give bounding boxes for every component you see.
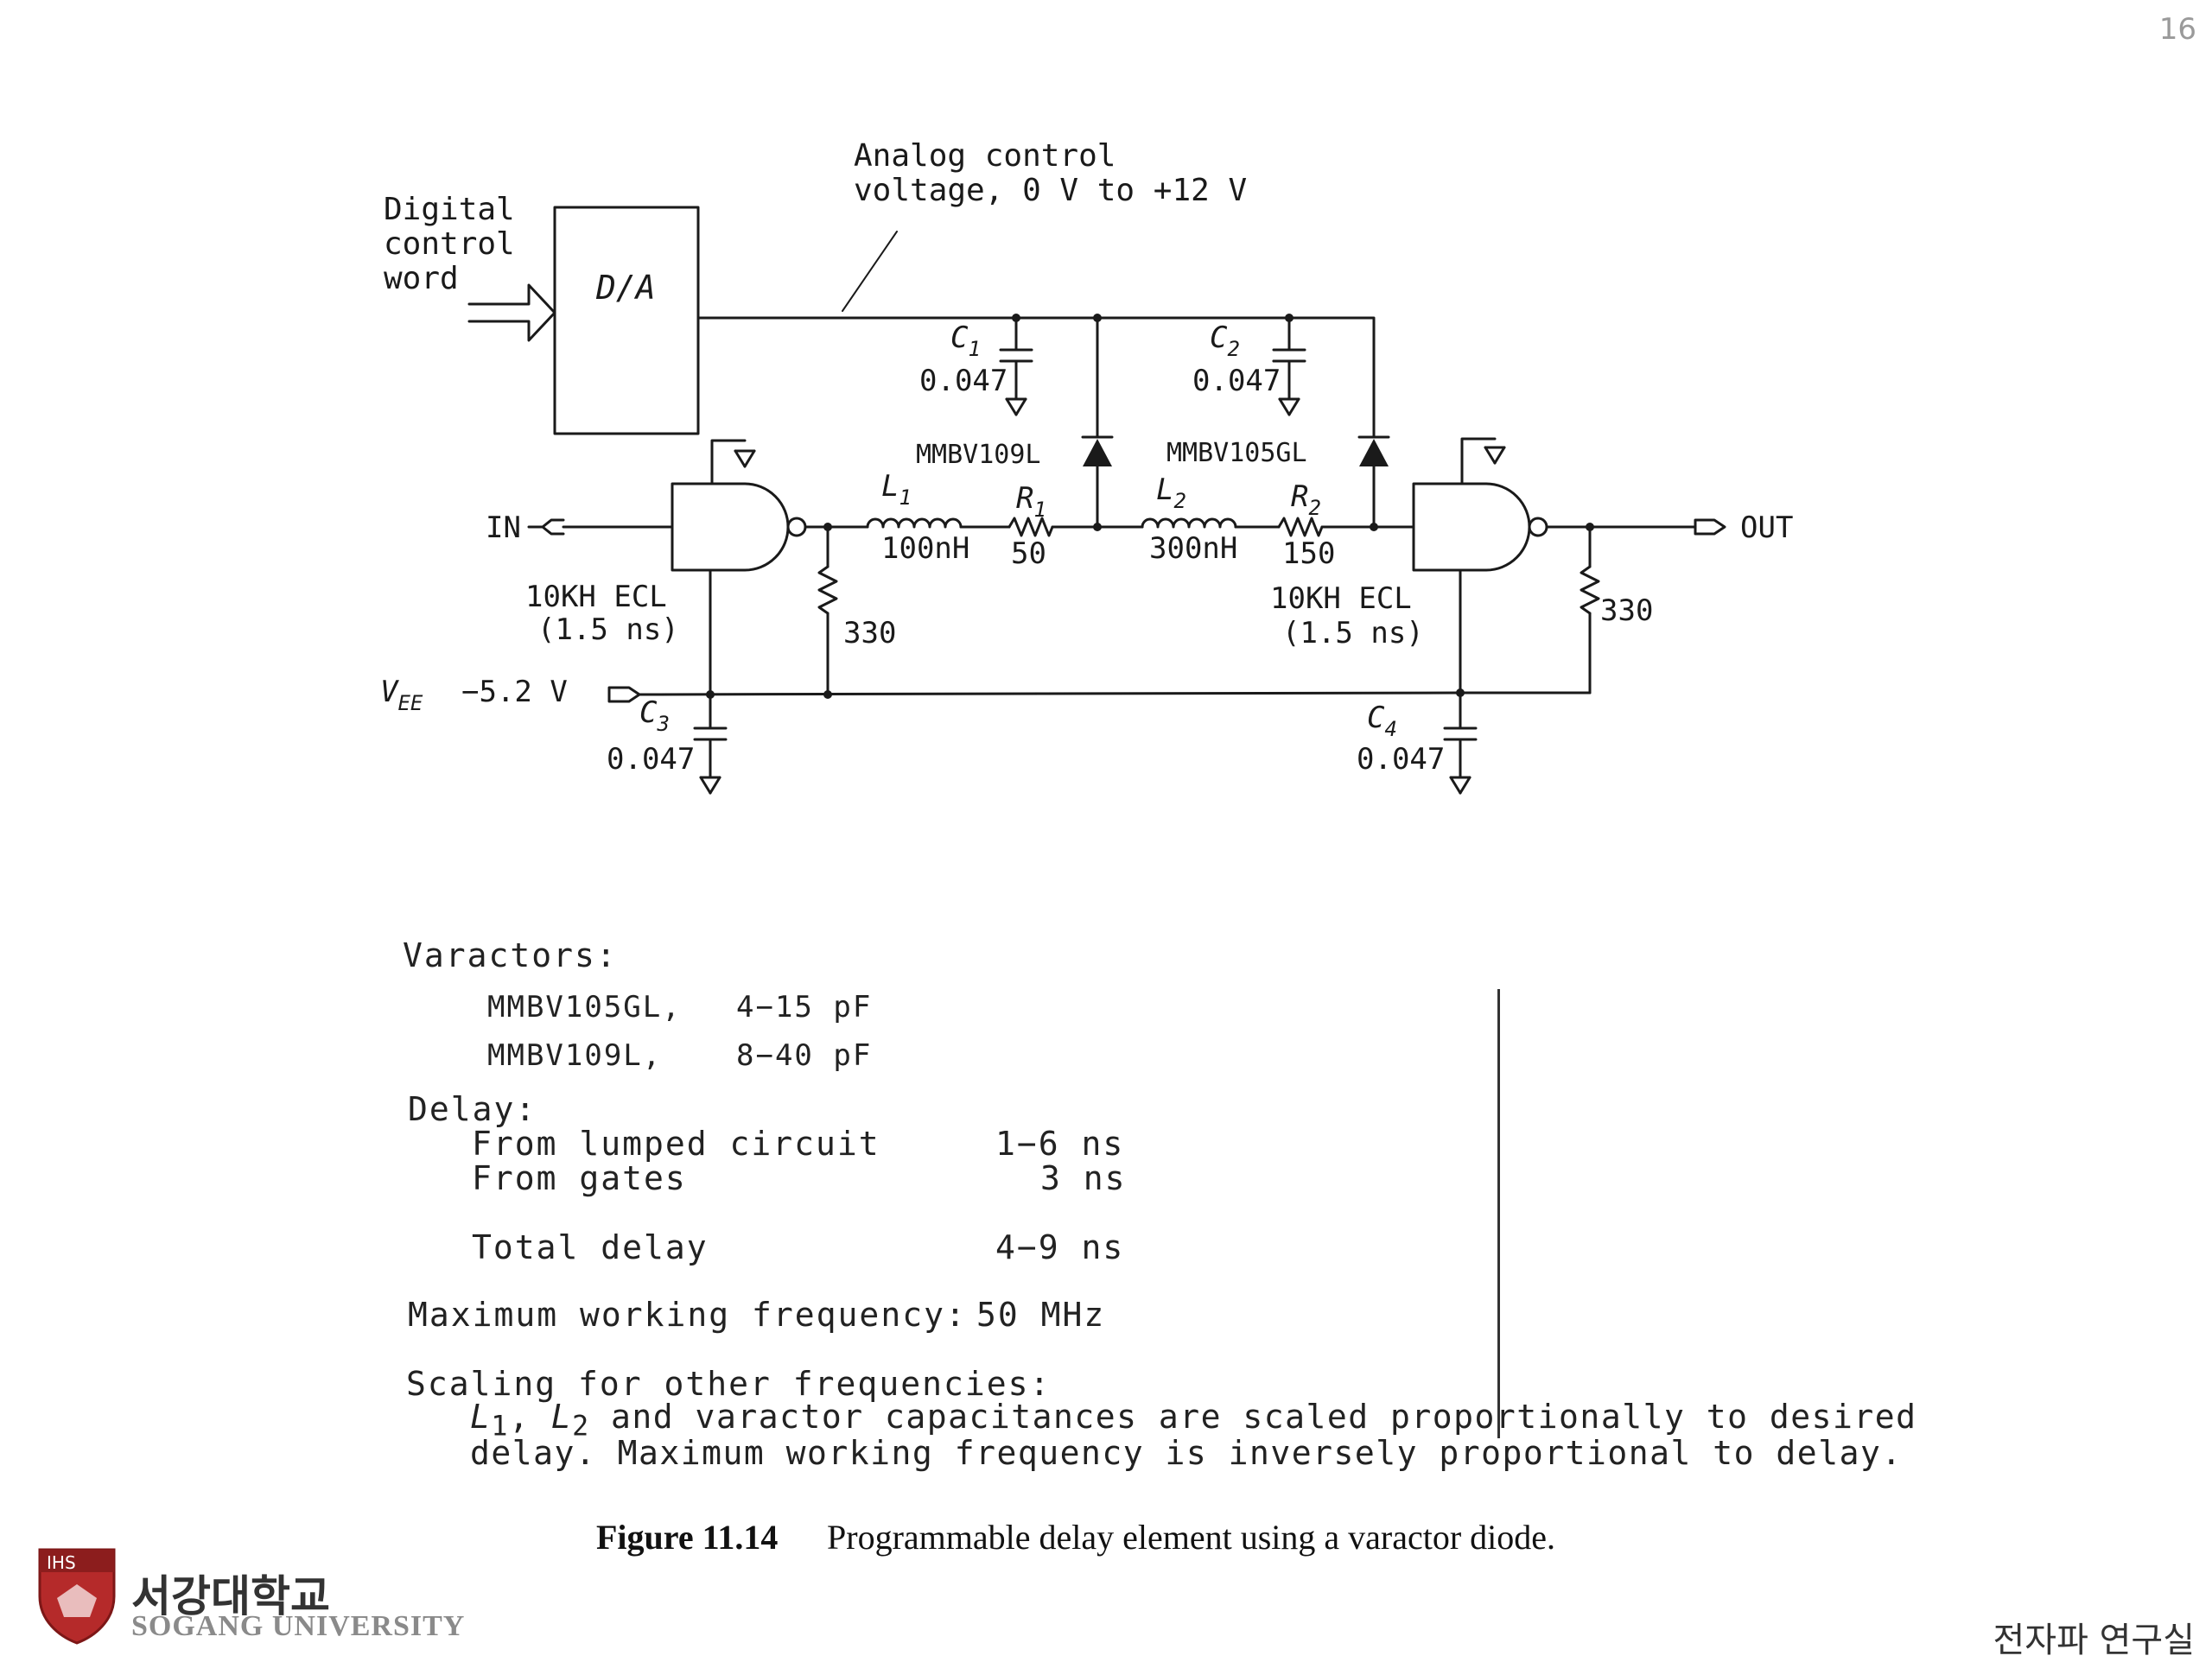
margin-line: [1497, 989, 1500, 1438]
varactors-heading: Varactors:: [403, 936, 618, 974]
label-analog-2: voltage, 0 V to +12 V: [854, 173, 1247, 208]
resistor-330-out: [1580, 565, 1600, 615]
figure-caption: Programmable delay element using a varac…: [827, 1518, 1556, 1557]
label-analog-1: Analog control: [854, 138, 1116, 174]
lumped-value: 1−6 ns: [995, 1125, 1125, 1163]
varactor-mmbv105gl: [1359, 439, 1389, 466]
max-frequency-value: 50 MHz: [976, 1296, 1106, 1334]
delay-heading: Delay:: [408, 1090, 537, 1128]
gates-label: From gates: [472, 1159, 687, 1197]
label-c4-value: 0.047: [1357, 742, 1445, 777]
varactor1-range: 4−15 pF: [736, 990, 873, 1024]
resistor-330-mid: [817, 565, 838, 615]
label-r1-value: 50: [1011, 536, 1046, 571]
label-l1: L1: [881, 469, 912, 510]
label-c3: C3: [639, 695, 670, 736]
max-frequency-label: Maximum working frequency:: [408, 1296, 967, 1334]
label-digital-2: control: [384, 226, 515, 262]
label-l2: L2: [1156, 473, 1186, 513]
label-r2-value: 150: [1282, 536, 1335, 571]
inductor-l2: [1141, 517, 1237, 529]
university-name-korean: 서강대학교: [131, 1571, 330, 1621]
page-number: 16: [2158, 12, 2196, 47]
in-connector: [527, 518, 565, 536]
varactor1-name: MMBV105GL,: [487, 990, 682, 1024]
gates-value: 3 ns: [1040, 1159, 1127, 1197]
ecl-gate-2: [1412, 482, 1531, 572]
total-delay-label: Total delay: [472, 1228, 709, 1266]
university-name-english: SOGANG UNIVERSITY: [131, 1610, 466, 1642]
label-r1: R1: [1016, 481, 1046, 522]
scaling-heading: Scaling for other frequencies:: [406, 1365, 1052, 1403]
total-delay-value: 4−9 ns: [995, 1228, 1125, 1266]
label-digital-1: Digital: [384, 192, 515, 227]
label-gate1-delay: (1.5 ns): [537, 612, 679, 647]
analog-control-bus: [696, 316, 1376, 434]
label-r2: R2: [1291, 479, 1321, 520]
circuit-schematic: Digital control word D/A Analog control …: [380, 138, 1793, 795]
vee-connector: [607, 686, 641, 703]
resistor-r1: [1007, 517, 1054, 537]
label-mmbv105gl: MMBV105GL: [1166, 438, 1307, 468]
label-vee: VEE: [380, 675, 423, 715]
label-vee-value: −5.2 V: [461, 675, 568, 709]
label-mmbv109l: MMBV109L: [916, 440, 1041, 470]
label-c1: C1: [950, 320, 981, 361]
logo-text: IHS: [47, 1552, 76, 1573]
label-l2-value: 300nH: [1149, 531, 1237, 566]
university-logo: IHS: [38, 1548, 116, 1645]
label-c1-value: 0.047: [919, 364, 1007, 398]
label-gate2-delay: (1.5 ns): [1282, 616, 1424, 650]
scaling-line-2: delay. Maximum working frequency is inve…: [470, 1434, 1903, 1472]
label-gate2-type: 10KH ECL: [1270, 581, 1412, 616]
label-c2: C2: [1210, 320, 1240, 361]
label-da: D/A: [595, 269, 656, 307]
varactor2-name: MMBV109L,: [487, 1038, 663, 1073]
label-c4: C4: [1367, 701, 1397, 741]
digital-input-arrow: [467, 283, 556, 342]
da-converter-block: [553, 206, 700, 435]
label-gate1-type: 10KH ECL: [525, 580, 667, 614]
ecl-gate-1: [671, 482, 790, 572]
inductor-l1: [866, 517, 963, 529]
out-connector: [1694, 518, 1726, 536]
label-c2-value: 0.047: [1192, 364, 1281, 398]
label-resistor-mid: 330: [843, 616, 896, 650]
label-l1-value: 100nH: [881, 531, 969, 566]
label-c3-value: 0.047: [607, 742, 695, 777]
label-out: OUT: [1740, 511, 1793, 545]
label-digital-3: word: [384, 261, 459, 296]
lab-name: 전자파 연구실: [1993, 1621, 2195, 1660]
scaling-line-1: L1, L2 and varactor capacitances are sca…: [470, 1398, 1917, 1443]
varactor-mmbv109l: [1083, 439, 1112, 466]
lumped-label: From lumped circuit: [472, 1125, 880, 1163]
varactor2-range: 8−40 pF: [736, 1038, 873, 1073]
label-in: IN: [486, 511, 521, 545]
resistor-r2: [1277, 517, 1324, 537]
figure-number: Figure 11.14: [596, 1518, 779, 1557]
label-resistor-out: 330: [1600, 593, 1653, 628]
